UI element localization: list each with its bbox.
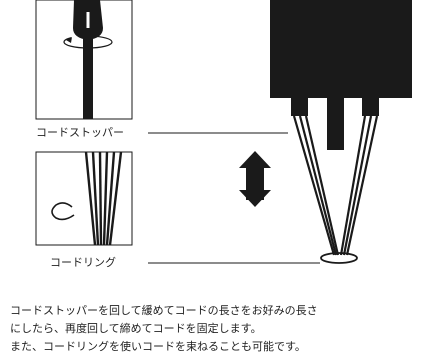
cord-stopper-label: コードストッパー — [36, 126, 124, 139]
cord-ring-label: コードリング — [50, 256, 116, 269]
cord-ring-icon — [51, 202, 75, 221]
instruction-line: にしたら、再度回して締めてコードを固定します。 — [10, 322, 262, 335]
left-stopper-block — [291, 98, 308, 116]
cord-stopper-detail — [35, 0, 133, 120]
instruction-text: コードストッパーを回して緩めてコードの長さをお好みの長さ にしたら、再度回して締… — [10, 302, 422, 356]
center-rod — [327, 98, 344, 150]
up-down-arrow-icon — [239, 151, 271, 207]
cord-stopper-rotate-icon — [63, 35, 113, 49]
instruction-line: また、コードリングを使いコードを束ねることも可能です。 — [10, 340, 306, 353]
instruction-line: コードストッパーを回して緩めてコードの長さをお好みの長さ — [10, 304, 318, 317]
lamp-shade — [270, 0, 412, 98]
ring-detail-frame — [35, 151, 133, 246]
cord-adjustment-illustration — [35, 0, 412, 264]
stopper-cord — [83, 38, 93, 119]
right-stopper-block — [362, 98, 379, 116]
cord-ring-detail — [35, 151, 133, 246]
right-cords — [339, 115, 379, 256]
left-cords — [292, 115, 340, 256]
cord-ring-marker — [320, 252, 358, 264]
